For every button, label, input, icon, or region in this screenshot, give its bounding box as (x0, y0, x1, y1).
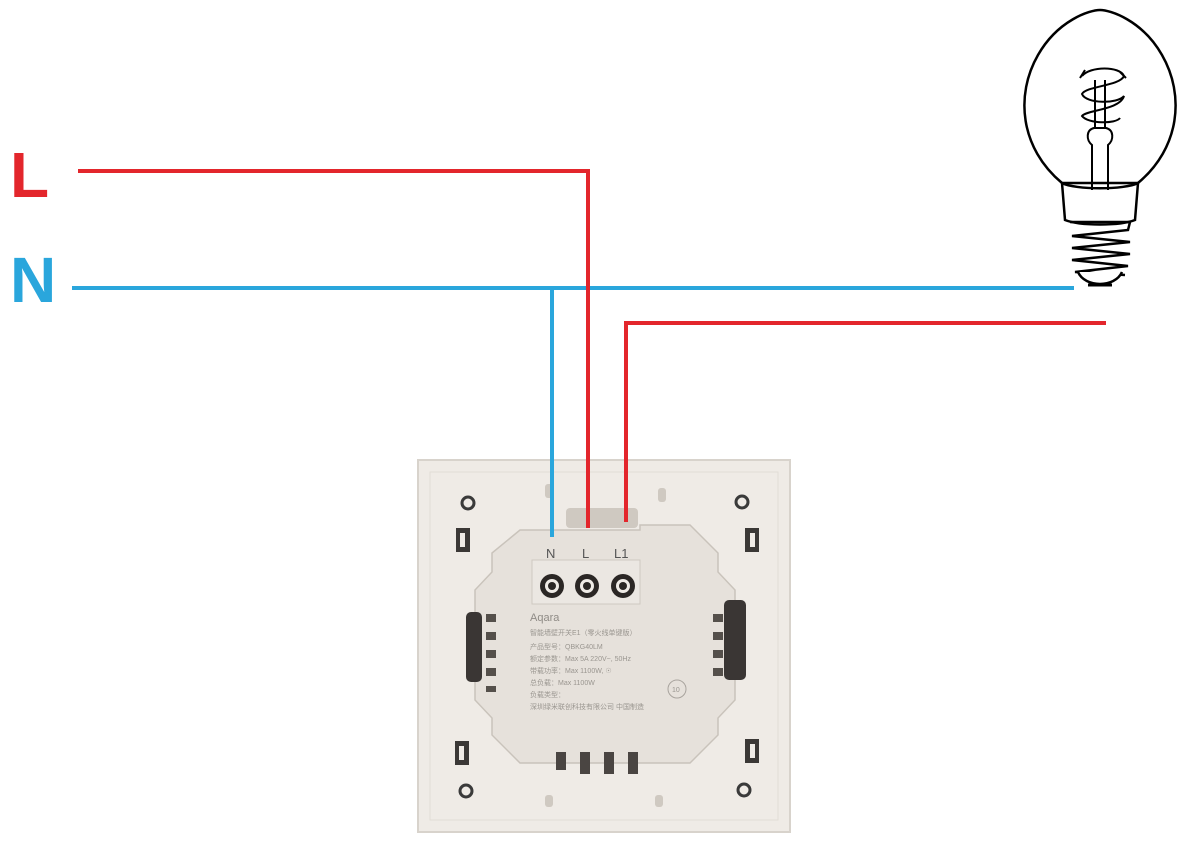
device-spec-line: 深圳绿米联创科技有限公司 中国制造 (530, 702, 644, 711)
neutral-wire (72, 286, 1074, 537)
device-brand: Aqara (530, 612, 560, 624)
terminal-label-n: N (546, 546, 555, 561)
certification-badge: 10 (667, 679, 687, 699)
device-spec-line: 总负载：Max 1100W (530, 678, 595, 687)
device-spec-line: 负载类型： (530, 690, 565, 699)
terminal-label-l: L (582, 546, 589, 561)
mounting-hole (458, 494, 752, 799)
device-spec-line: 带载功率：Max 1100W, ☉ (530, 666, 612, 675)
load-wire (624, 321, 1106, 522)
device-spec-line: 产品型号：QBKG40LM (530, 642, 603, 651)
light-bulb-icon (1023, 8, 1177, 287)
terminal-label-l1: L1 (614, 546, 628, 561)
line-label: L (10, 139, 49, 211)
device-spec-line: 额定参数：Max 5A 220V~, 50Hz (530, 654, 631, 663)
line-wire (78, 169, 590, 528)
device-product-name: 智能墙壁开关E1（零火线单键版） (530, 628, 637, 637)
screw-terminal-icon (540, 574, 635, 598)
svg-text:10: 10 (672, 687, 680, 694)
neutral-label: N (10, 244, 56, 316)
switch-module: N L L1 Aqara 智能墙壁开关E1（零火线单键版） 产品型号：QBKG4… (466, 524, 746, 774)
